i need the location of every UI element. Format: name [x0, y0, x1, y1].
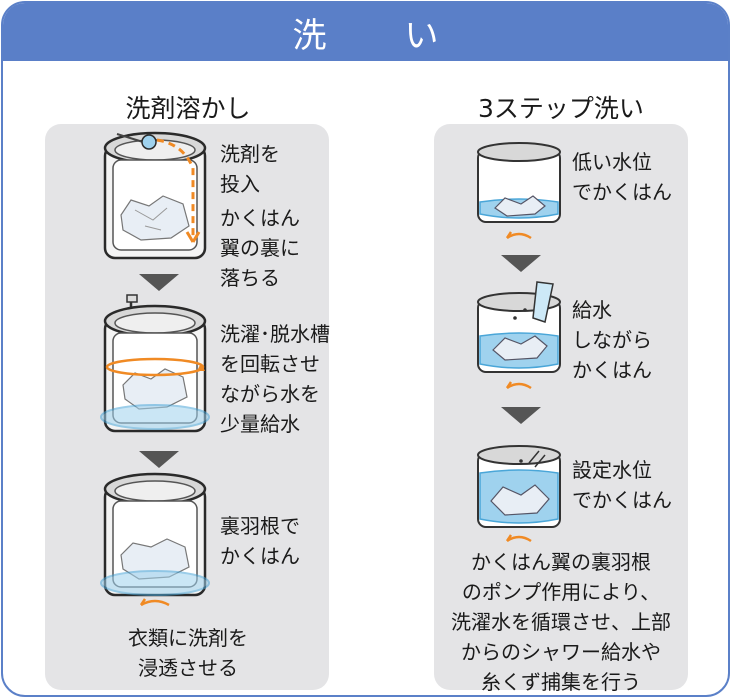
left-arrow-down-2 [139, 451, 179, 468]
left-arrow-down-1 [139, 274, 179, 291]
header-bar: 洗 い [3, 3, 728, 61]
right-panel [434, 124, 688, 690]
drum-rotate-supply-illustration [100, 294, 210, 433]
drum-supply-agitate-illustration [477, 281, 561, 390]
header-title: 洗 い [292, 15, 461, 56]
right-arrow-down-1 [501, 255, 541, 272]
right-step2-text: 給水 しながら かくはん [572, 298, 652, 382]
drum-back-impeller-illustration [100, 472, 210, 607]
left-step2-text: 洗濯･脱水槽 を回転させ ながら水を 少量給水 [220, 322, 330, 436]
left-step1-text: 洗剤を 投入 [220, 142, 280, 196]
right-step3-text: 設定水位 でかくはん [572, 458, 672, 512]
right-arrow-down-2 [501, 407, 541, 424]
drum-set-water-illustration [477, 445, 561, 543]
right-column-title: 3ステップ洗い [478, 94, 644, 123]
left-step1-sub-text: かくはん 翼の裏に 落ちる [220, 206, 300, 290]
drum-detergent-input-illustration [103, 131, 207, 260]
drum-low-water-illustration [477, 142, 561, 240]
right-caption: かくはん翼の裏羽根 のポンプ作用により、 洗濯水を循環させ、上部 からのシャワー… [451, 550, 671, 694]
left-caption: 衣類に洗剤を 浸透させる [128, 626, 248, 680]
left-step3-text: 裏羽根で かくはん [220, 514, 300, 568]
right-step1-text: 低い水位 でかくはん [572, 150, 672, 204]
left-column-title: 洗剤溶かし [125, 94, 251, 123]
